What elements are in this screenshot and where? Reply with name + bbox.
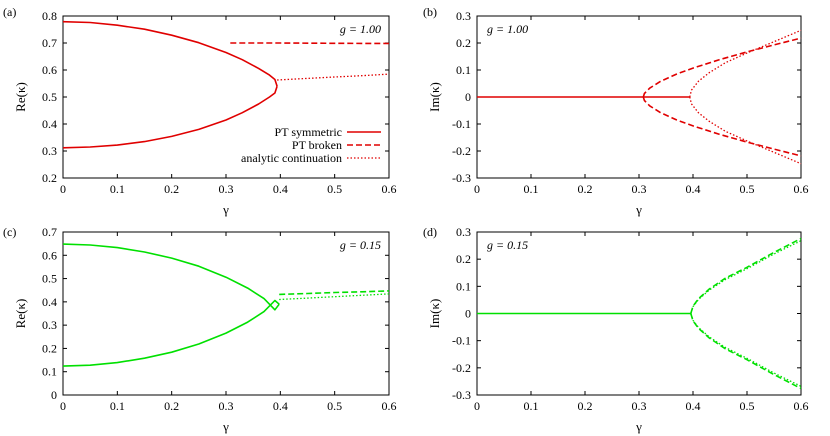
panel-d-ytick-label: -0.1 — [452, 334, 471, 348]
panel-c-xtick-label: 0.5 — [327, 399, 342, 413]
panel-a-annotation: g = 1.00 — [340, 22, 381, 36]
panel-d-ytick-label: 0.1 — [456, 279, 471, 293]
panel-b-xlabel: γ — [635, 202, 642, 217]
panel-a-xtick-label: 0.2 — [164, 182, 179, 196]
panel-c-xlabel: γ — [222, 419, 229, 434]
panel-a-ytick-label: 0.8 — [42, 9, 57, 23]
panel-c-xtick-label: 0.2 — [164, 399, 179, 413]
panel-b-series-dotted-5 — [689, 96, 802, 165]
panel-d-xtick-label: 0.3 — [632, 399, 647, 413]
panel-c-series-solid-1 — [62, 299, 280, 367]
panel-a-xlabel: γ — [222, 202, 229, 217]
panel-d-ytick-label: -0.2 — [452, 361, 471, 375]
panel-b-annotation: g = 1.00 — [487, 22, 528, 36]
panel-a-legend-label: analytic continuation — [241, 151, 342, 165]
panel-a-legend-label: PT broken — [292, 138, 342, 152]
panel-c-ytick-label: 0.7 — [42, 225, 57, 239]
panel-a-ytick-label: 0.2 — [42, 171, 57, 185]
panel-a: 0 0.1 0.2 0.3 0.4 0.5 0.6 0.2 0.3 0.4 0.5 0.6 0.7 0.8… — [3, 5, 397, 217]
panel-c-ytick-label: 0 — [51, 388, 57, 402]
panel-a-xtick-label: 0.1 — [110, 182, 125, 196]
panel-a-xtick-label: 0.3 — [219, 182, 234, 196]
panel-a-xtick-label: 0.6 — [382, 182, 397, 196]
panel-d-xtick-label: 0.2 — [578, 399, 593, 413]
panel-a-xtick-label: 0.5 — [327, 182, 342, 196]
panel-d-xtick-label: 0.5 — [740, 399, 755, 413]
panel-d-ylabel: Im(κ) — [427, 299, 442, 329]
panel-b-ytick-label: -0.1 — [452, 117, 471, 131]
panel-a-ytick-label: 0.4 — [42, 117, 57, 131]
panel-b-series-dashed-2 — [642, 37, 802, 98]
panel-b-xtick-label: 0.6 — [794, 182, 809, 196]
panel-d-ytick-label: 0 — [465, 307, 471, 321]
panel-c-ytick-label: 0.5 — [42, 272, 57, 286]
panel-c-frame — [62, 231, 390, 396]
panel-a-ytick-label: 0.6 — [42, 63, 57, 77]
panel-a-series-solid-1 — [62, 85, 278, 149]
panel-b-xtick-label: 0 — [474, 182, 480, 196]
panel-b-xtick-label: 0.1 — [524, 182, 539, 196]
panel-d-label: (d) — [423, 225, 437, 239]
panel-a-label: (a) — [3, 5, 16, 19]
panel-d-xtick-label: 0 — [474, 399, 480, 413]
panel-d-xtick-label: 0.1 — [524, 399, 539, 413]
panel-c-ylabel: Re(κ) — [13, 299, 28, 329]
panel-c-xtick-label: 0.6 — [382, 399, 397, 413]
panel-c-annotation: g = 0.15 — [340, 238, 381, 252]
panel-c: 0 0.1 0.2 0.3 0.4 0.5 0.6 0 0.1 0.2 0.3 0.4 0.5 0.6 0.… — [3, 225, 397, 434]
panel-d-ytick-label: 0.2 — [456, 252, 471, 266]
panel-d-series-dotted-4 — [690, 313, 802, 387]
panel-d: 0 0.1 0.2 0.3 0.4 0.5 0.6 -0.3 -0.2 -0.1 0 0.1 0.2 0.… — [423, 225, 809, 434]
panel-d-xtick-label: 0.4 — [686, 399, 701, 413]
panel-d-series-dotted-3 — [690, 240, 802, 314]
panel-c-ytick-label: 0.6 — [42, 248, 57, 262]
panel-b-xtick-label: 0.5 — [740, 182, 755, 196]
panel-d-series-dashed-1 — [690, 237, 802, 314]
panel-c-ytick-label: 0.4 — [42, 295, 57, 309]
panel-b-series-dotted-4 — [689, 29, 802, 98]
panel-b-ytick-label: 0.3 — [456, 9, 471, 23]
panel-b-series-dashed-3 — [642, 96, 802, 157]
panel-b-ytick-label: 0.2 — [456, 36, 471, 50]
panel-b-ytick-label: 0 — [465, 90, 471, 104]
panel-c-xtick-label: 0 — [60, 399, 66, 413]
panel-b-ytick-label: -0.2 — [452, 144, 471, 158]
panel-c-xtick-label: 0.3 — [219, 399, 234, 413]
panel-c-ytick-label: 0.1 — [42, 365, 57, 379]
panel-c-ytick-label: 0.2 — [42, 341, 57, 355]
panel-b-xtick-label: 0.4 — [686, 182, 701, 196]
panel-c-xtick-label: 0.1 — [110, 399, 125, 413]
panel-b: 0 0.1 0.2 0.3 0.4 0.5 0.6 -0.3 -0.2 -0.1 0 0.1 0.2 0.… — [423, 5, 809, 217]
panel-d-annotation: g = 0.15 — [487, 238, 528, 252]
panel-a-xtick-label: 0.4 — [273, 182, 288, 196]
panel-a-ytick-label: 0.5 — [42, 90, 57, 104]
panel-a-series-dotted-3 — [277, 73, 390, 81]
panel-a-series-dashed-2 — [230, 42, 390, 45]
panel-b-xtick-label: 0.3 — [632, 182, 647, 196]
panel-d-xlabel: γ — [635, 419, 642, 434]
panel-a-xtick-label: 0 — [60, 182, 66, 196]
panel-d-ytick-label: 0.3 — [456, 225, 471, 239]
panel-d-xtick-label: 0.6 — [794, 399, 809, 413]
panel-b-ylabel: Im(κ) — [427, 82, 442, 112]
panel-d-ytick-label: -0.3 — [452, 388, 471, 402]
panel-c-series-dashed-2 — [279, 290, 390, 296]
panel-a-ytick-label: 0.7 — [42, 36, 57, 50]
panel-c-series-dotted-3 — [279, 293, 390, 301]
panel-a-legend-label: PT symmetric — [275, 125, 342, 139]
panel-c-label: (c) — [3, 225, 16, 239]
panel-a-series-solid-0 — [62, 20, 278, 87]
panel-c-ytick-label: 0.3 — [42, 318, 57, 332]
panel-c-series-solid-0 — [62, 243, 280, 311]
panel-c-xtick-label: 0.4 — [273, 399, 288, 413]
panel-b-label: (b) — [423, 5, 437, 19]
panel-b-xtick-label: 0.2 — [578, 182, 593, 196]
panel-b-ytick-label: -0.3 — [452, 171, 471, 185]
panel-b-ytick-label: 0.1 — [456, 63, 471, 77]
panel-a-ytick-label: 0.3 — [42, 144, 57, 158]
panel-a-ylabel: Re(κ) — [13, 82, 28, 112]
panel-d-series-dashed-2 — [690, 313, 802, 390]
